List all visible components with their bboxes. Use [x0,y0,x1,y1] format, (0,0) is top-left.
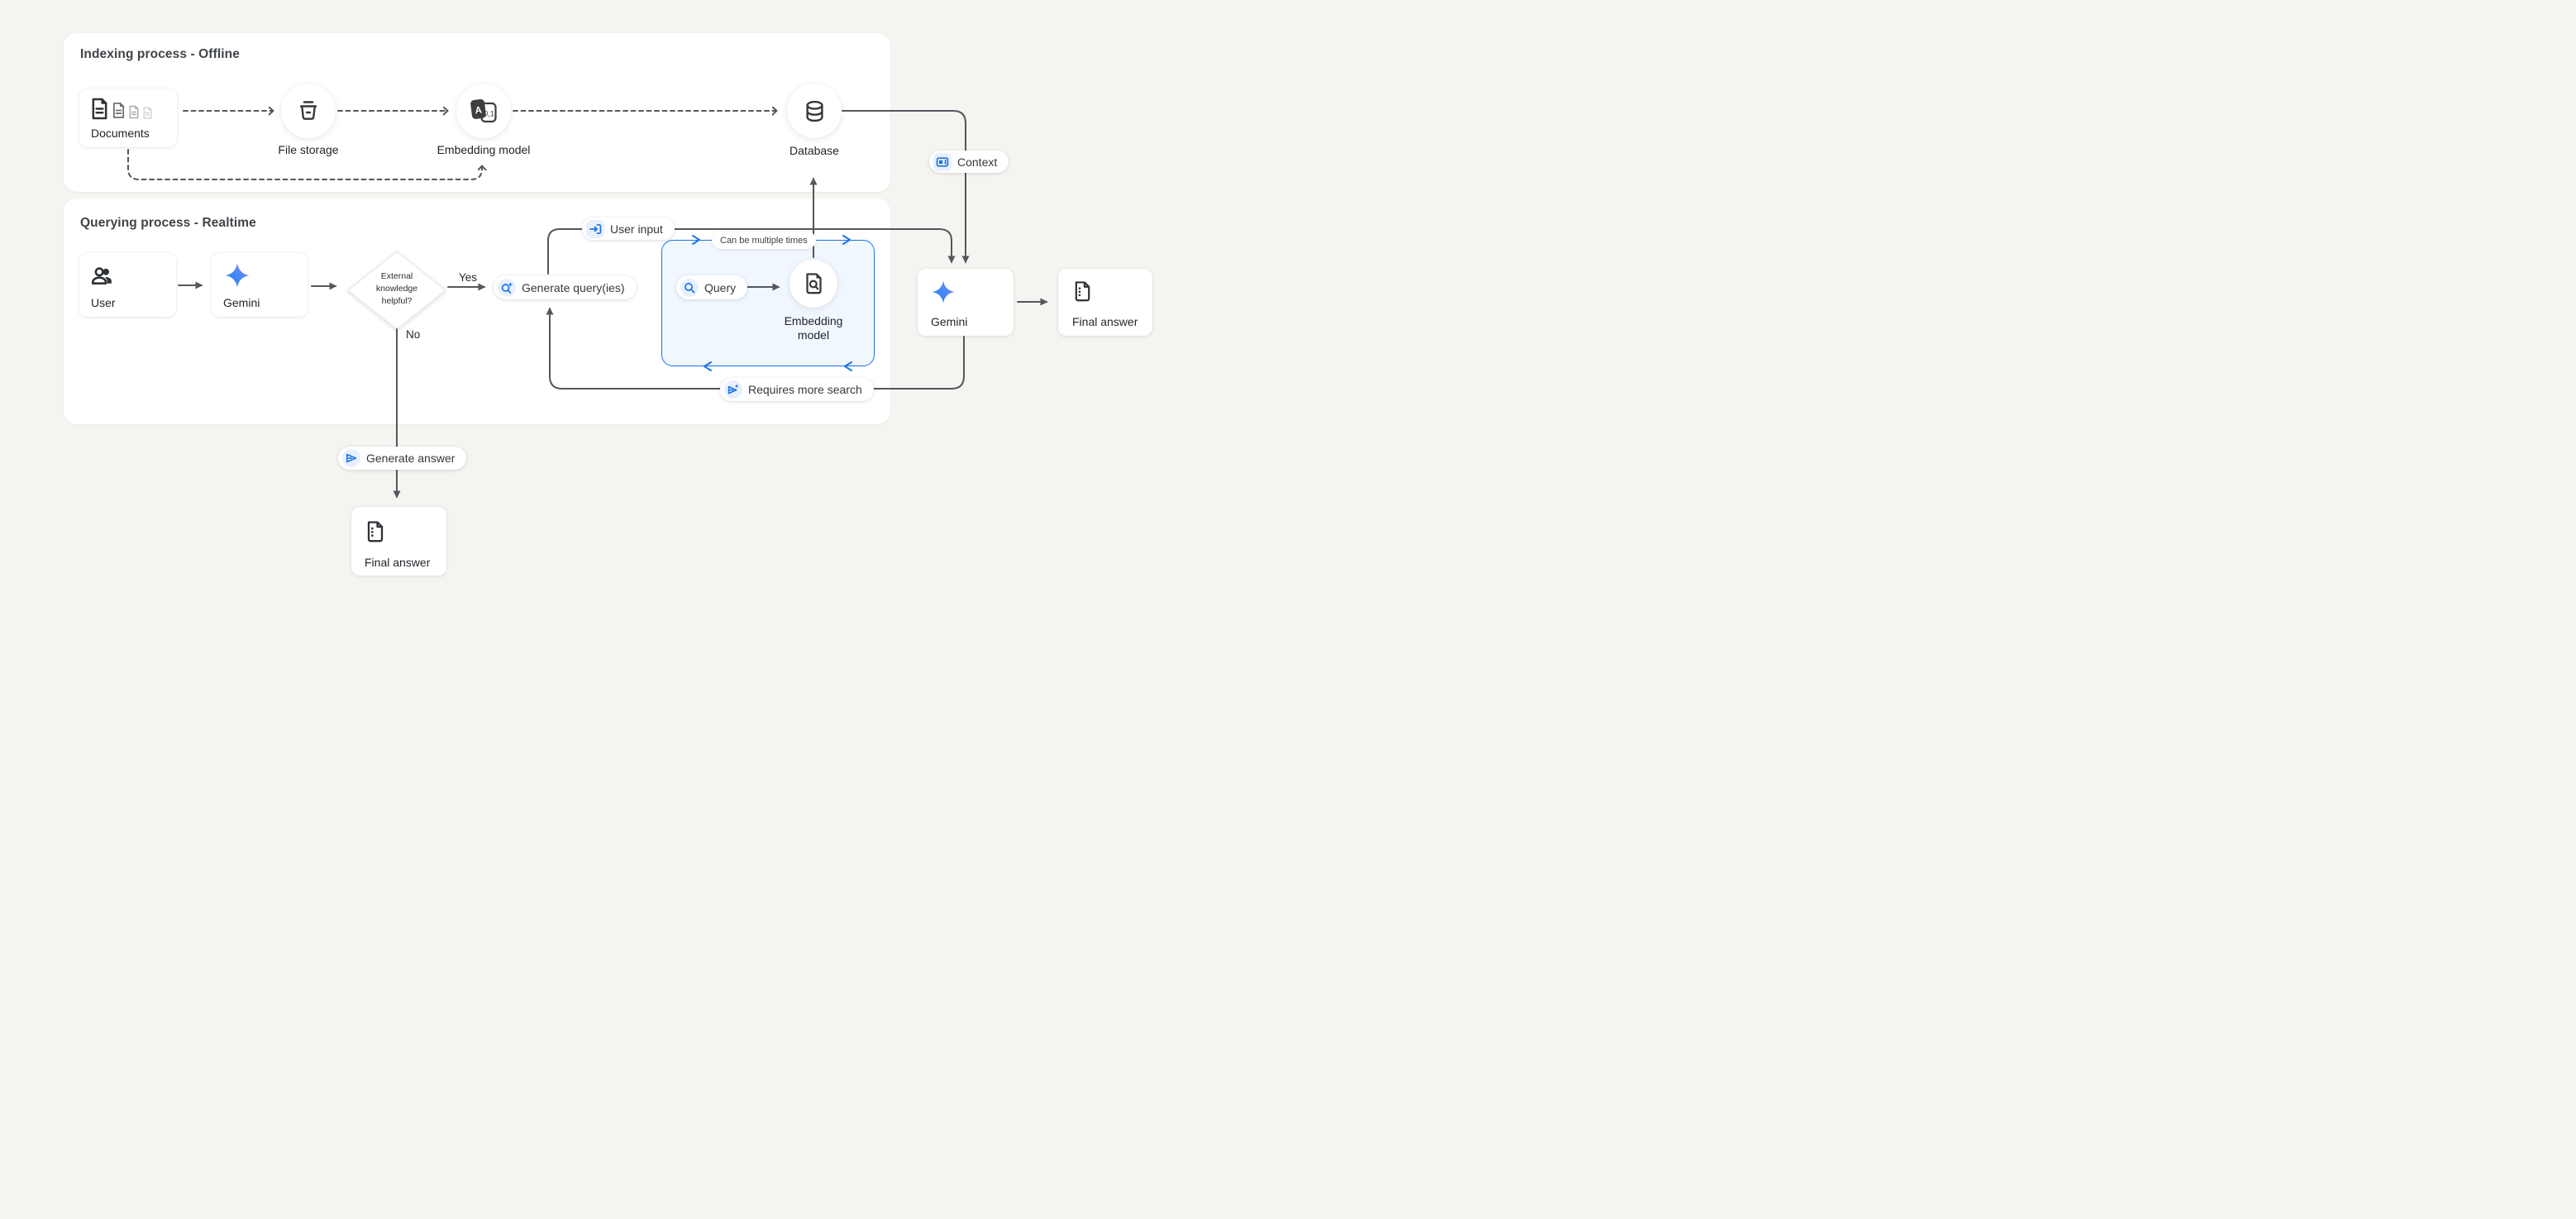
people-icon [92,267,112,285]
send-icon [342,449,360,467]
gemini-left-node: Gemini [212,253,308,317]
edge-label-yes: Yes [459,271,478,284]
user-node: User [79,253,176,317]
final-answer-right-node: Final answer [1058,269,1152,336]
translate-a01-icon: 0,1 A [470,98,497,122]
gemini-left-label: Gemini [223,296,260,309]
user-input-badge: User input [582,218,675,240]
generate-queries-badge: Generate query(ies) [494,275,637,299]
embedding-model-top-node: 0,1 A [456,84,511,138]
login-icon [586,219,604,238]
embedding-model-top-label: Embedding model [436,143,531,156]
generate-answer-label: Generate answer [366,452,456,465]
final-answer-right-label: Final answer [1072,315,1138,328]
query-label: Query [704,280,737,294]
context-badge: Context [929,151,1009,173]
final-answer-bottom-label: Final answer [365,556,431,569]
can-be-multiple-times-badge: Can be multiple times [712,232,816,249]
gemini-star-icon [932,280,955,304]
database-node [787,84,842,138]
file-search-icon [805,273,822,294]
gemini-right-label: Gemini [931,315,968,328]
gemini-star-icon [225,263,250,288]
article-icon [933,152,952,171]
requires-more-search-label: Requires more search [748,383,862,396]
documents-node: Documents [79,88,177,147]
database-cylinder-icon [805,100,823,122]
rag-architecture-diagram: Indexing process - Offline Querying proc… [0,0,1288,614]
svg-text:0,1: 0,1 [484,109,494,117]
embedding-model-inner-node [789,260,837,308]
generate-answer-badge: Generate answer [338,447,467,470]
querying-section-title: Querying process - Realtime [80,216,256,230]
decision-text: External knowledge helpful? [375,271,418,306]
query-badge: Query [676,275,748,299]
search-spark-icon [498,278,516,297]
user-label: User [91,296,116,309]
embedding-model-inner-label: Embedding model [784,314,843,342]
svg-text:A: A [475,105,483,116]
context-label: Context [957,155,998,169]
requires-more-search-badge: Requires more search [720,378,874,401]
file-storage-label: File storage [278,143,339,156]
edge-label-no: No [406,328,421,341]
send-spark-icon [724,380,742,399]
indexing-section-title: Indexing process - Offline [80,47,240,61]
file-storage-node [281,84,336,138]
retrieval-cycle-box [661,240,875,366]
user-input-label: User input [610,222,663,236]
database-label: Database [789,144,839,157]
gemini-right-node: Gemini [918,269,1014,336]
documents-label: Documents [91,127,150,140]
search-icon [680,278,699,297]
file-list-icon [1075,281,1090,302]
final-answer-bottom-node: Final answer [351,507,446,576]
generate-queries-label: Generate query(ies) [522,280,625,294]
documents-stack-icon [90,98,153,120]
file-list-icon [367,521,384,543]
storage-bucket-icon [299,101,317,120]
